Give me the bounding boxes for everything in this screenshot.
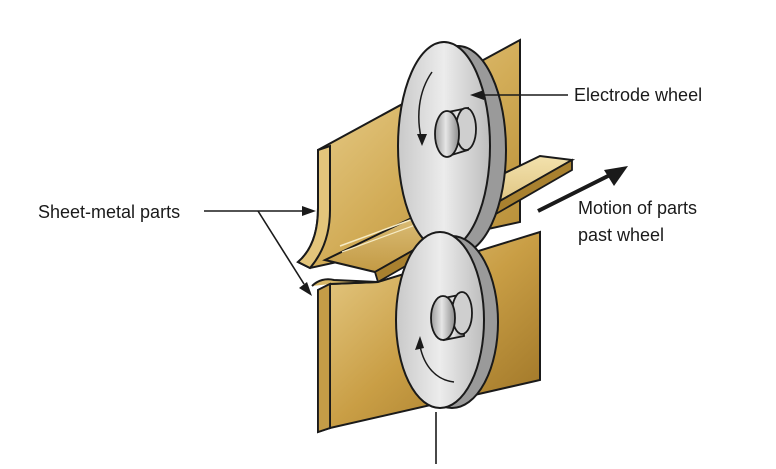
sheet-metal-parts-label: Sheet-metal parts [38, 202, 180, 222]
rotation-arrow-icon [417, 71, 433, 146]
top-electrode-wheel [397, 41, 507, 255]
motion-label-line2: past wheel [578, 225, 664, 245]
leader-lines [204, 90, 568, 464]
motion-arrow-icon [537, 166, 628, 213]
rotation-arrow-icon [415, 336, 455, 383]
electrode-wheel-label: Electrode wheel [574, 85, 702, 105]
motion-label-line1: Motion of parts [578, 198, 697, 218]
bottom-electrode-wheel [395, 231, 499, 409]
